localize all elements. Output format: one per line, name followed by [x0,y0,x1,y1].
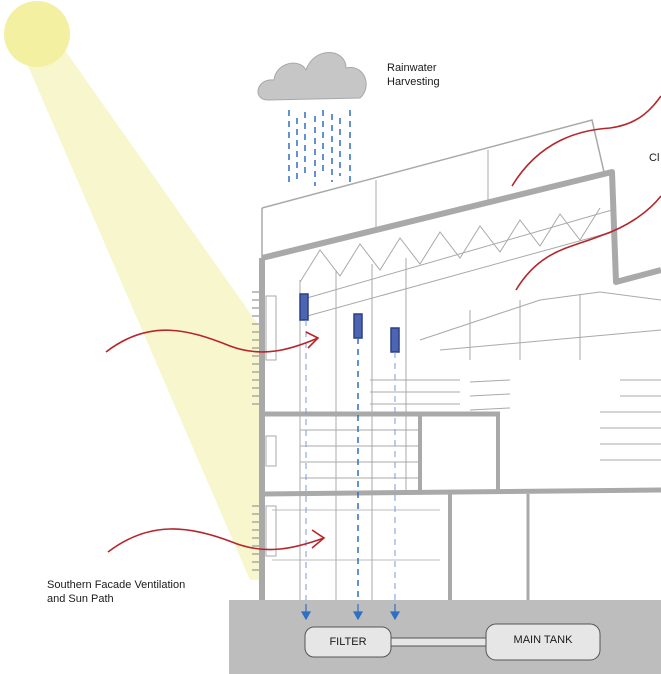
rain-icon [288,110,351,186]
main-tank-label: MAIN TANK [513,634,573,646]
downpipe-arrows [300,604,401,621]
airflow-arrow-icon [105,95,661,553]
sun-icon [4,1,70,67]
facade-panels [299,293,400,353]
cloud-icon [257,52,367,101]
building-structure [252,119,661,600]
rainwater-label-line1: Rainwater [387,62,437,74]
south-label-line2: and Sun Path [47,593,114,605]
rainwater-harvesting-label: Rainwater Harvesting [387,61,467,89]
filter-label: FILTER [329,636,367,648]
main-tank-box [485,623,601,661]
clipped-label: Cl [649,152,660,164]
south-label-line1: Southern Facade Ventilation [47,579,186,591]
southern-facade-label: Southern Facade Ventilation and Sun Path [47,578,217,606]
rainwater-label-line2: Harvesting [387,76,440,88]
pipe-connector [390,637,487,647]
sun-path-beam [22,46,262,580]
downpipes [305,320,396,612]
